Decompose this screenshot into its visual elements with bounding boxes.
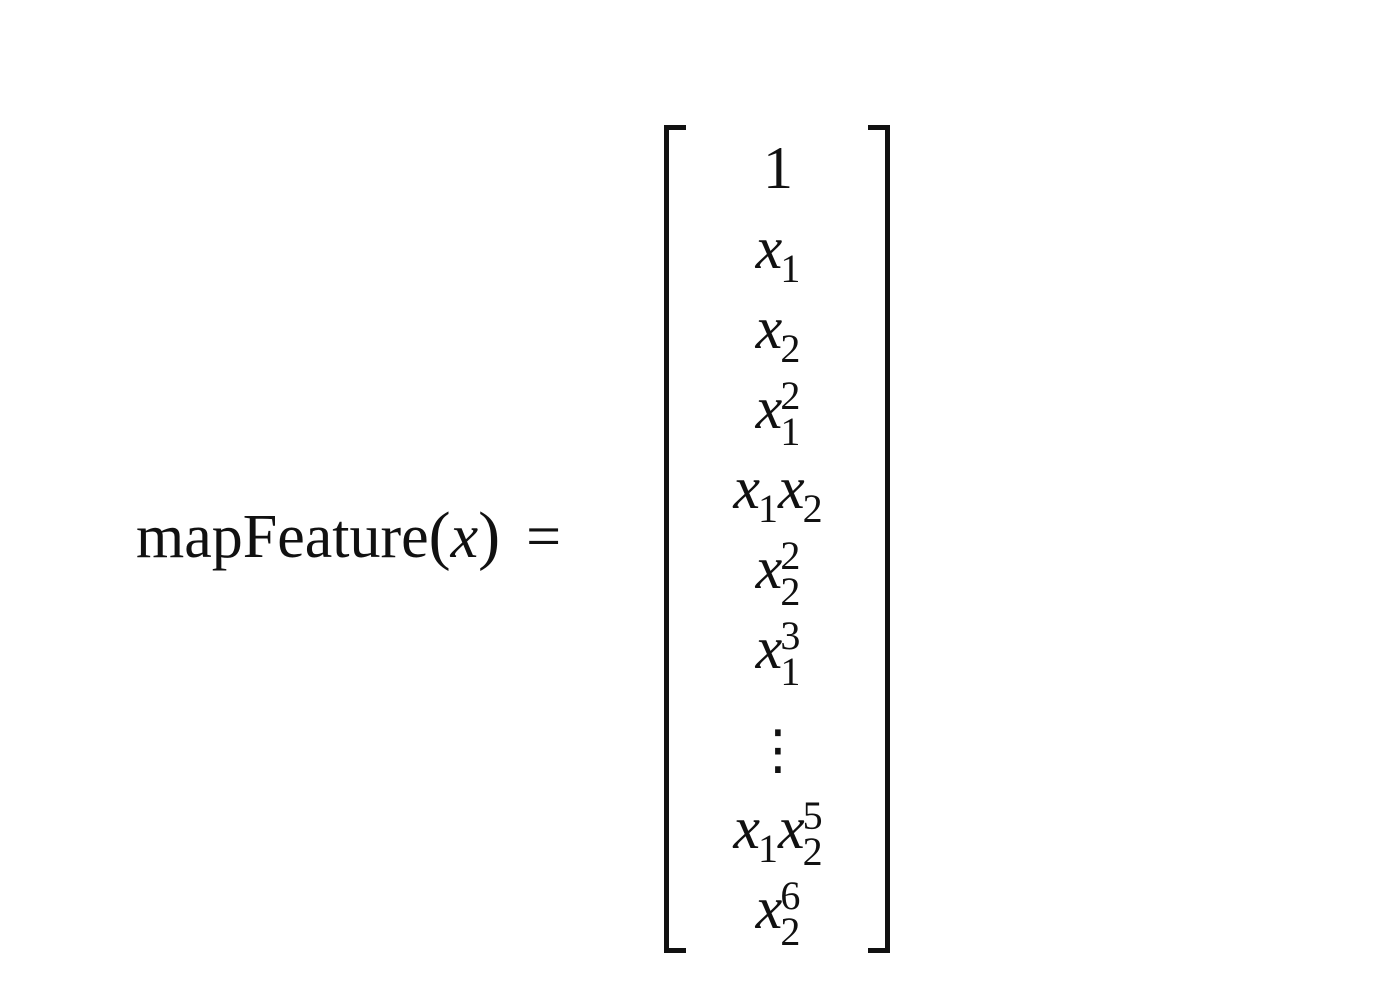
entry-variable-2: x <box>778 455 805 521</box>
entry-variable: x <box>755 215 783 281</box>
entry-variable-2: x <box>778 795 805 861</box>
entry-superscript: 2 <box>780 533 801 579</box>
entry-variable: x <box>755 375 783 441</box>
open-paren: ( <box>428 499 451 572</box>
entry-subscript: 2 <box>780 909 801 955</box>
entry-subscript: 1 <box>758 826 778 871</box>
equation-lhs: mapFeature(x) = <box>136 496 561 576</box>
left-bracket <box>664 125 686 953</box>
entry-variable: x <box>733 455 760 521</box>
close-paren: ) <box>478 499 501 572</box>
entry-subscript: 1 <box>780 649 801 695</box>
entry-subscript: 1 <box>758 486 778 531</box>
function-name: mapFeature <box>136 503 429 571</box>
vector-entry-x1-x2: x1x2 <box>690 448 866 531</box>
function-argument: x <box>450 503 479 571</box>
entry-subscript-2: 2 <box>802 829 823 875</box>
vector-entry-one: 1 <box>690 128 866 208</box>
entry-subscript-2: 2 <box>802 486 823 531</box>
entry-variable: x <box>755 535 783 601</box>
entry-superscript: 6 <box>780 873 801 919</box>
entry-superscript-2: 5 <box>802 793 823 839</box>
right-bracket <box>868 125 890 953</box>
entry-subscript: 2 <box>780 569 801 615</box>
entry-subscript: 1 <box>780 409 801 455</box>
entry-superscript: 2 <box>780 373 801 419</box>
vertical-ellipsis: ⋮ <box>751 718 805 781</box>
vector-entry-x2: x2 <box>690 288 866 371</box>
entry-variable: x <box>755 875 783 941</box>
entry-subscript: 1 <box>780 246 801 291</box>
entry-variable: x <box>755 615 783 681</box>
entry-superscript: 3 <box>780 613 801 659</box>
entry-variable: x <box>733 795 760 861</box>
entry-subscript: 2 <box>780 326 801 371</box>
equals-sign: = <box>526 503 562 571</box>
vector-entry-x1: x1 <box>690 208 866 291</box>
entry-text: 1 <box>763 135 793 201</box>
vector-entry-vdots: ⋮ <box>690 708 866 788</box>
entry-variable: x <box>755 295 783 361</box>
